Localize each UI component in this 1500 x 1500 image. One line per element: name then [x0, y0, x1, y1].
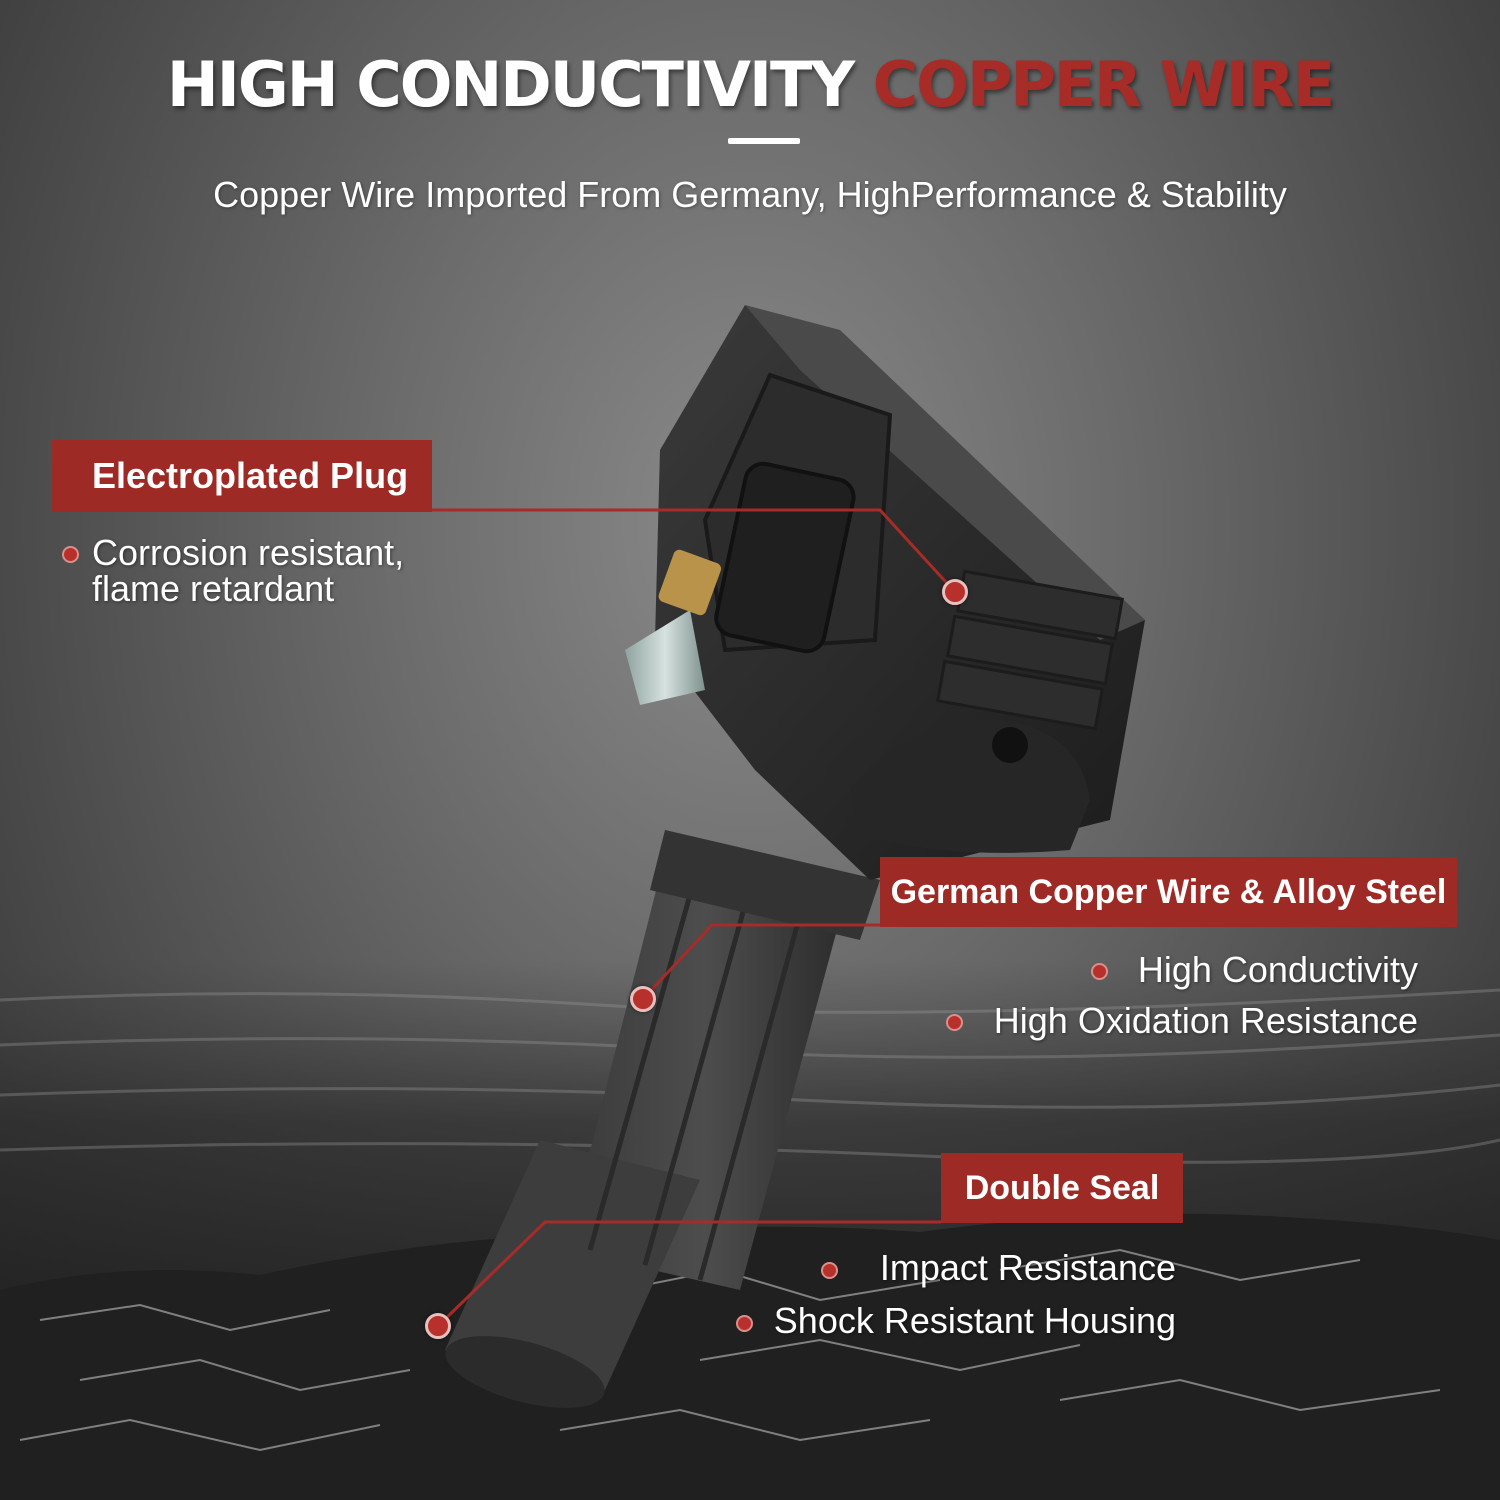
callout-marker — [425, 1313, 451, 1339]
coil-tube-end — [445, 1336, 605, 1408]
coil-tube-lower — [445, 1140, 700, 1390]
coil-tube-ribs — [587, 894, 803, 1281]
bullet-text: Corrosion resistant, — [92, 532, 405, 573]
mount-thread — [850, 720, 1090, 853]
page-subtitle: Copper Wire Imported From Germany, HighP… — [213, 174, 1287, 215]
callout-marker — [942, 579, 968, 605]
bullet-dot — [62, 546, 79, 563]
bullet-dot — [1091, 963, 1108, 980]
page-title: HIGH CONDUCTIVITY COPPER WIRE — [0, 48, 1500, 121]
bullet-text: Shock Resistant Housing — [773, 1300, 1176, 1341]
bullet-dot — [821, 1262, 838, 1279]
coil-collar — [650, 830, 880, 940]
callout-label-double-seal: Double Seal — [941, 1153, 1183, 1223]
bullet-text: High Oxidation Resistance — [993, 1000, 1418, 1041]
bolt — [625, 610, 705, 705]
bullet-text: High Conductivity — [1137, 949, 1418, 990]
bullet-text: Impact Resistance — [879, 1247, 1176, 1288]
bullet-dot — [946, 1014, 963, 1031]
mount-hole — [992, 727, 1028, 763]
title-main: HIGH CONDUCTIVITY — [166, 48, 873, 121]
coil-slats — [936, 569, 1124, 731]
bullet-dot — [736, 1315, 753, 1332]
callout-label-german-copper-wire: German Copper Wire & Alloy Steel — [880, 857, 1457, 927]
callout-label-electroplated-plug: Electroplated Plug — [52, 440, 432, 512]
title-divider — [728, 138, 800, 144]
coil-head-top — [745, 305, 1145, 640]
callout-marker — [630, 986, 656, 1012]
rock-texture — [19, 1248, 1441, 1452]
rock — [0, 1213, 1500, 1500]
leader-lines — [432, 508, 957, 1328]
bolt-collar — [658, 549, 722, 616]
bullet-text: flame retardant — [92, 568, 335, 609]
title-accent: COPPER WIRE — [872, 48, 1335, 121]
